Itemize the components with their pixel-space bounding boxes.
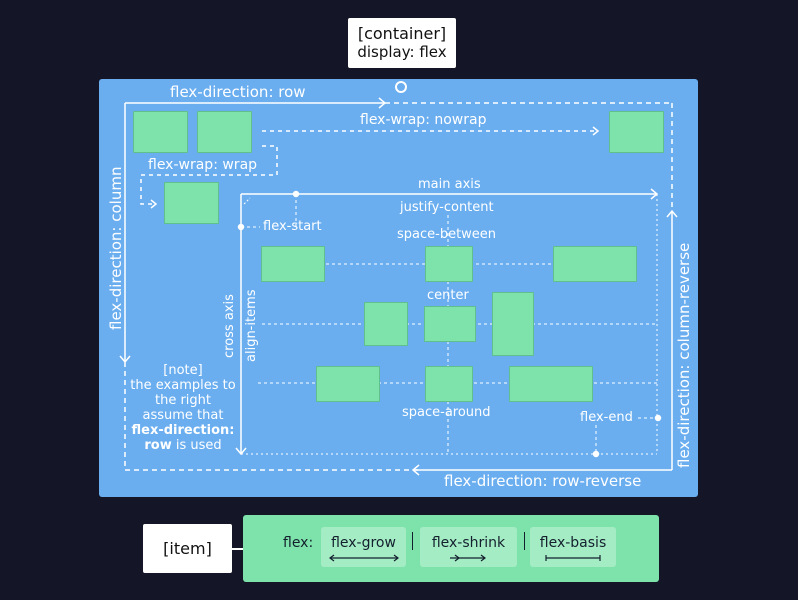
flex-item-center-2 bbox=[424, 306, 476, 342]
flex-item-row-1 bbox=[133, 111, 188, 153]
container-tag: [container] display: flex bbox=[348, 18, 456, 68]
flex-item-center-1 bbox=[364, 302, 408, 346]
note-block: [note] the examples to the right assume … bbox=[128, 363, 238, 453]
label-justify-content: justify-content bbox=[400, 200, 494, 215]
label-cross-axis: cross axis bbox=[222, 294, 237, 358]
label-align-items: align-items bbox=[244, 289, 259, 362]
note-bold-2: row bbox=[144, 438, 172, 453]
flex-prefix-label: flex: bbox=[283, 535, 314, 551]
label-flex-wrap-nowrap: flex-wrap: nowrap bbox=[360, 112, 487, 128]
flex-shrink-label: flex-shrink bbox=[431, 535, 506, 551]
note-line-2: the right bbox=[154, 393, 211, 408]
label-main-axis: main axis bbox=[418, 177, 481, 192]
flex-item-between-2 bbox=[425, 246, 473, 282]
flex-grow-label: flex-grow bbox=[331, 535, 396, 551]
label-center: center bbox=[427, 288, 469, 303]
flex-item-between-1 bbox=[261, 246, 325, 282]
flex-item-around-1 bbox=[316, 366, 380, 402]
item-tag: [item] bbox=[143, 524, 232, 573]
note-bold-1: flex-direction: bbox=[131, 423, 235, 438]
flex-shrink-pill: flex-shrink bbox=[420, 527, 517, 567]
flex-item-around-3 bbox=[509, 366, 593, 402]
label-space-between: space-between bbox=[397, 227, 497, 242]
item-tag-label: [item] bbox=[163, 539, 212, 558]
flex-item-around-2 bbox=[425, 366, 473, 402]
note-tail: is used bbox=[171, 438, 222, 453]
label-flex-end: flex-end bbox=[580, 410, 633, 425]
flex-item-row-2 bbox=[197, 111, 252, 153]
separator-1 bbox=[412, 532, 413, 550]
note-last-line: row is used bbox=[128, 438, 238, 453]
flex-item-center-3 bbox=[492, 292, 534, 356]
note-title: [note] bbox=[163, 363, 203, 378]
label-flex-direction-column-reverse: flex-direction: column-reverse bbox=[675, 242, 693, 468]
flex-item-wrap bbox=[164, 182, 219, 224]
separator-2 bbox=[524, 532, 525, 550]
flex-item-nowrap bbox=[609, 111, 664, 153]
flex-grow-pill: flex-grow bbox=[321, 527, 406, 567]
note-line-1: the examples to bbox=[130, 378, 236, 393]
label-flex-direction-row: flex-direction: row bbox=[170, 83, 306, 101]
label-flex-direction-row-reverse: flex-direction: row-reverse bbox=[444, 472, 642, 490]
flex-item-between-3 bbox=[553, 246, 637, 282]
container-tag-display: display: flex bbox=[357, 43, 447, 61]
note-line-3: assume that bbox=[142, 408, 224, 423]
container-tag-title: [container] bbox=[357, 24, 447, 43]
flex-basis-label: flex-basis bbox=[539, 535, 607, 551]
label-space-around: space-around bbox=[402, 405, 491, 420]
label-flex-start: flex-start bbox=[263, 219, 322, 234]
label-flex-direction-column: flex-direction: column bbox=[107, 166, 125, 330]
label-flex-wrap-wrap: flex-wrap: wrap bbox=[148, 157, 258, 173]
flex-basis-pill: flex-basis bbox=[530, 527, 616, 567]
